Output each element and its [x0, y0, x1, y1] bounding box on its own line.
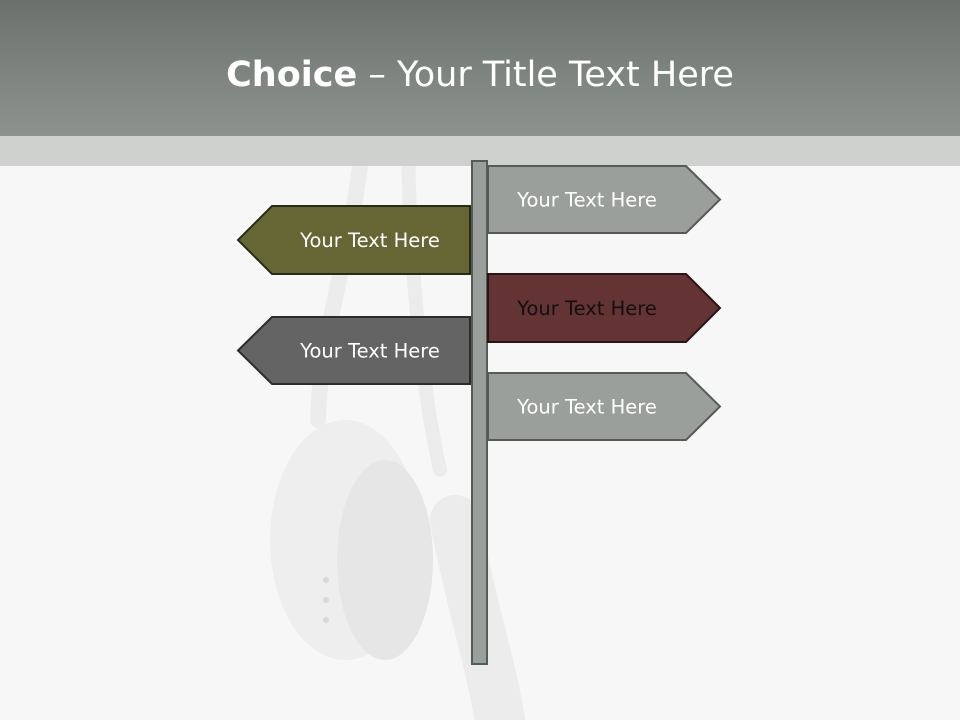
sign-arrow-5[interactable]: Your Text Here: [487, 372, 722, 441]
sign-2-shape: [236, 205, 471, 275]
sign-arrow-2[interactable]: Your Text Here: [236, 205, 471, 275]
sign-4-label: Your Text Here: [299, 340, 440, 363]
sign-arrow-4[interactable]: Your Text Here: [236, 316, 471, 385]
sign-3-shape: [487, 273, 722, 343]
sign-2-label: Your Text Here: [299, 229, 440, 252]
sign-arrow-3[interactable]: Your Text Here: [487, 273, 722, 343]
signpost-pole: [471, 160, 488, 665]
sign-3-label: Your Text Here: [516, 297, 657, 320]
slide-title[interactable]: Choice – Your Title Text Here: [0, 52, 960, 98]
sign-1-label: Your Text Here: [516, 189, 657, 212]
sign-1-shape: [487, 165, 722, 234]
title-bar: [0, 0, 960, 136]
sign-5-shape: [487, 372, 722, 441]
sign-4-shape: [236, 316, 471, 385]
title-text: – Your Title Text Here: [357, 55, 734, 95]
title-bold-word: Choice: [226, 55, 358, 95]
sign-arrow-1[interactable]: Your Text Here: [487, 165, 722, 234]
sign-5-label: Your Text Here: [516, 396, 657, 419]
